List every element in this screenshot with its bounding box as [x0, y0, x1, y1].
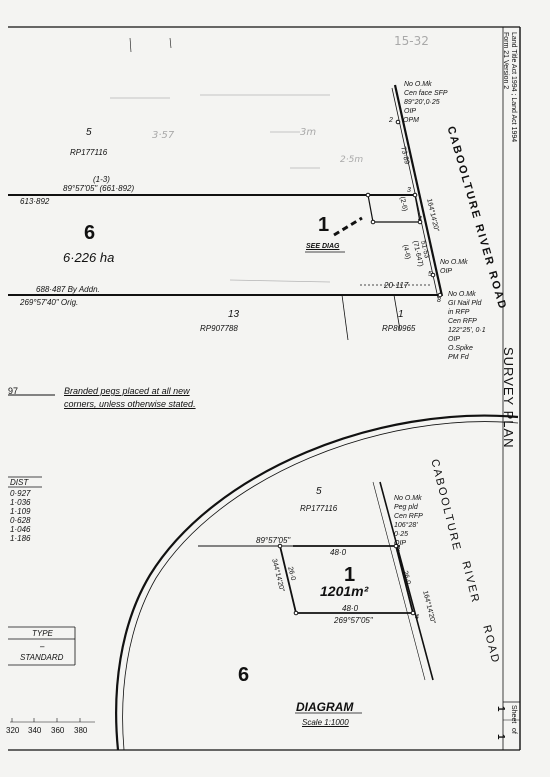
- note-left-fragment: 97: [8, 386, 19, 396]
- see-diag-label: SEE DIAG: [306, 243, 340, 250]
- diagram-title: DIAGRAM: [296, 700, 354, 714]
- corner-2-opm: OPM: [403, 117, 419, 124]
- form-line: Form 21 Version 2: [502, 32, 509, 90]
- lot1-new-number: 1: [318, 214, 330, 236]
- lot6-area: 6·226 ha: [63, 250, 115, 265]
- dist-near-8: 20·117: [384, 281, 409, 290]
- diag-lot1-number: 1: [344, 564, 356, 586]
- note-line-2: corners, unless otherwise stated.: [64, 399, 196, 409]
- upper-tag: (1-3): [93, 175, 110, 184]
- diag-lot5-number: 5: [316, 486, 322, 497]
- type-dash: –: [40, 642, 45, 651]
- sheet-current: 1: [495, 706, 506, 712]
- lot6-number: 6: [84, 222, 96, 244]
- dist-value: 0·927: [10, 489, 31, 498]
- scale-label: 320: [6, 726, 20, 735]
- bearing-upper: 89°57'05" (661·892): [63, 184, 135, 193]
- sheet-total: 1: [495, 734, 506, 740]
- diag-node-4: 4: [415, 614, 419, 621]
- diagram-circle: [115, 414, 519, 751]
- lot1-rp-number: 1: [398, 309, 404, 320]
- corner-5-notes: No O.Mk OIP: [440, 259, 468, 275]
- type-value: STANDARD: [20, 653, 64, 662]
- scale-label: 340: [28, 726, 42, 735]
- dist-value: 0·628: [10, 516, 31, 525]
- node-3: 3: [407, 187, 411, 194]
- diag-top-bearing: 89°57'05": [256, 536, 291, 545]
- top-boundaries: [8, 37, 444, 396]
- sheet-ref: 15-32: [394, 34, 429, 48]
- dist-table: DIST 0·927 1·036 1·109 0·628 1·046 1·186: [8, 478, 32, 543]
- diag-bottom-bearing: 269°57'05": [334, 616, 373, 625]
- table-lines: [8, 476, 76, 666]
- lot5-plan: RP177116: [70, 148, 108, 157]
- scale-label: 360: [51, 726, 65, 735]
- diag-lot6-number: 6: [238, 664, 250, 686]
- sheet-label: Sheet: [510, 705, 517, 724]
- note-line-1: Branded pegs placed at all new: [64, 386, 190, 396]
- diag-corner-3-notes: No O.Mk Peg pld Cen RFP 106°28' 0·25 OIP: [394, 495, 423, 547]
- sheet-of: of: [510, 728, 517, 734]
- diag-top-dist: 48·0: [330, 548, 347, 557]
- pencil-marks: [110, 94, 331, 283]
- diagram-scale: Scale 1:1000: [302, 718, 349, 727]
- dist-value: 1·046: [10, 525, 31, 534]
- bearing-lower: 269°57'40" Orig.: [20, 298, 79, 307]
- lot13-number: 13: [228, 309, 240, 320]
- road-frontage: [393, 84, 444, 297]
- lot13-plan: RP907788: [200, 324, 238, 333]
- scale-label: 380: [74, 726, 88, 735]
- act-line: Land Title Act 1994 ; Land Act 1994: [510, 32, 517, 143]
- node-2: 2: [389, 117, 393, 124]
- diag-lot1-area: 1201m²: [320, 583, 369, 599]
- diag-lot5-plan: RP177116: [300, 504, 338, 513]
- dist-value: 1·109: [10, 507, 31, 516]
- diagram-lines: [198, 481, 434, 681]
- type-header: TYPE: [32, 629, 53, 638]
- dist-upper: 613·892: [20, 197, 50, 206]
- pencil-note-1: 3·57: [152, 130, 175, 141]
- diag-node-3: 3: [396, 547, 400, 554]
- lot1-outline: [367, 194, 421, 223]
- dist-value: 1·036: [10, 498, 31, 507]
- lot1-rp-plan: RP80965: [382, 324, 416, 333]
- node-4: 4: [418, 216, 422, 223]
- corner-8-notes: No O.Mk GI Nail Pld in RFP Cen RFP 122°2…: [448, 291, 486, 361]
- plan-type: SURVEY PLAN: [501, 347, 516, 449]
- node-8: 8: [437, 297, 441, 304]
- lot5-number: 5: [86, 127, 92, 138]
- diag-bottom-dist: 48·0: [342, 604, 359, 613]
- corner-top-notes: No O.Mk Cen face SFP 89°20',0·25 OIP: [404, 81, 448, 115]
- pencil-note-2: 3m: [300, 127, 317, 138]
- dist-lower: 688·487 By Addn.: [36, 285, 100, 294]
- scale-bar-ticks: [10, 718, 95, 723]
- dist-header: DIST: [10, 478, 29, 487]
- node-5: 5: [428, 271, 432, 278]
- sheet-frame: [8, 26, 521, 751]
- pencil-note-3: 2·5m: [340, 155, 364, 165]
- dist-value: 1·186: [10, 534, 31, 543]
